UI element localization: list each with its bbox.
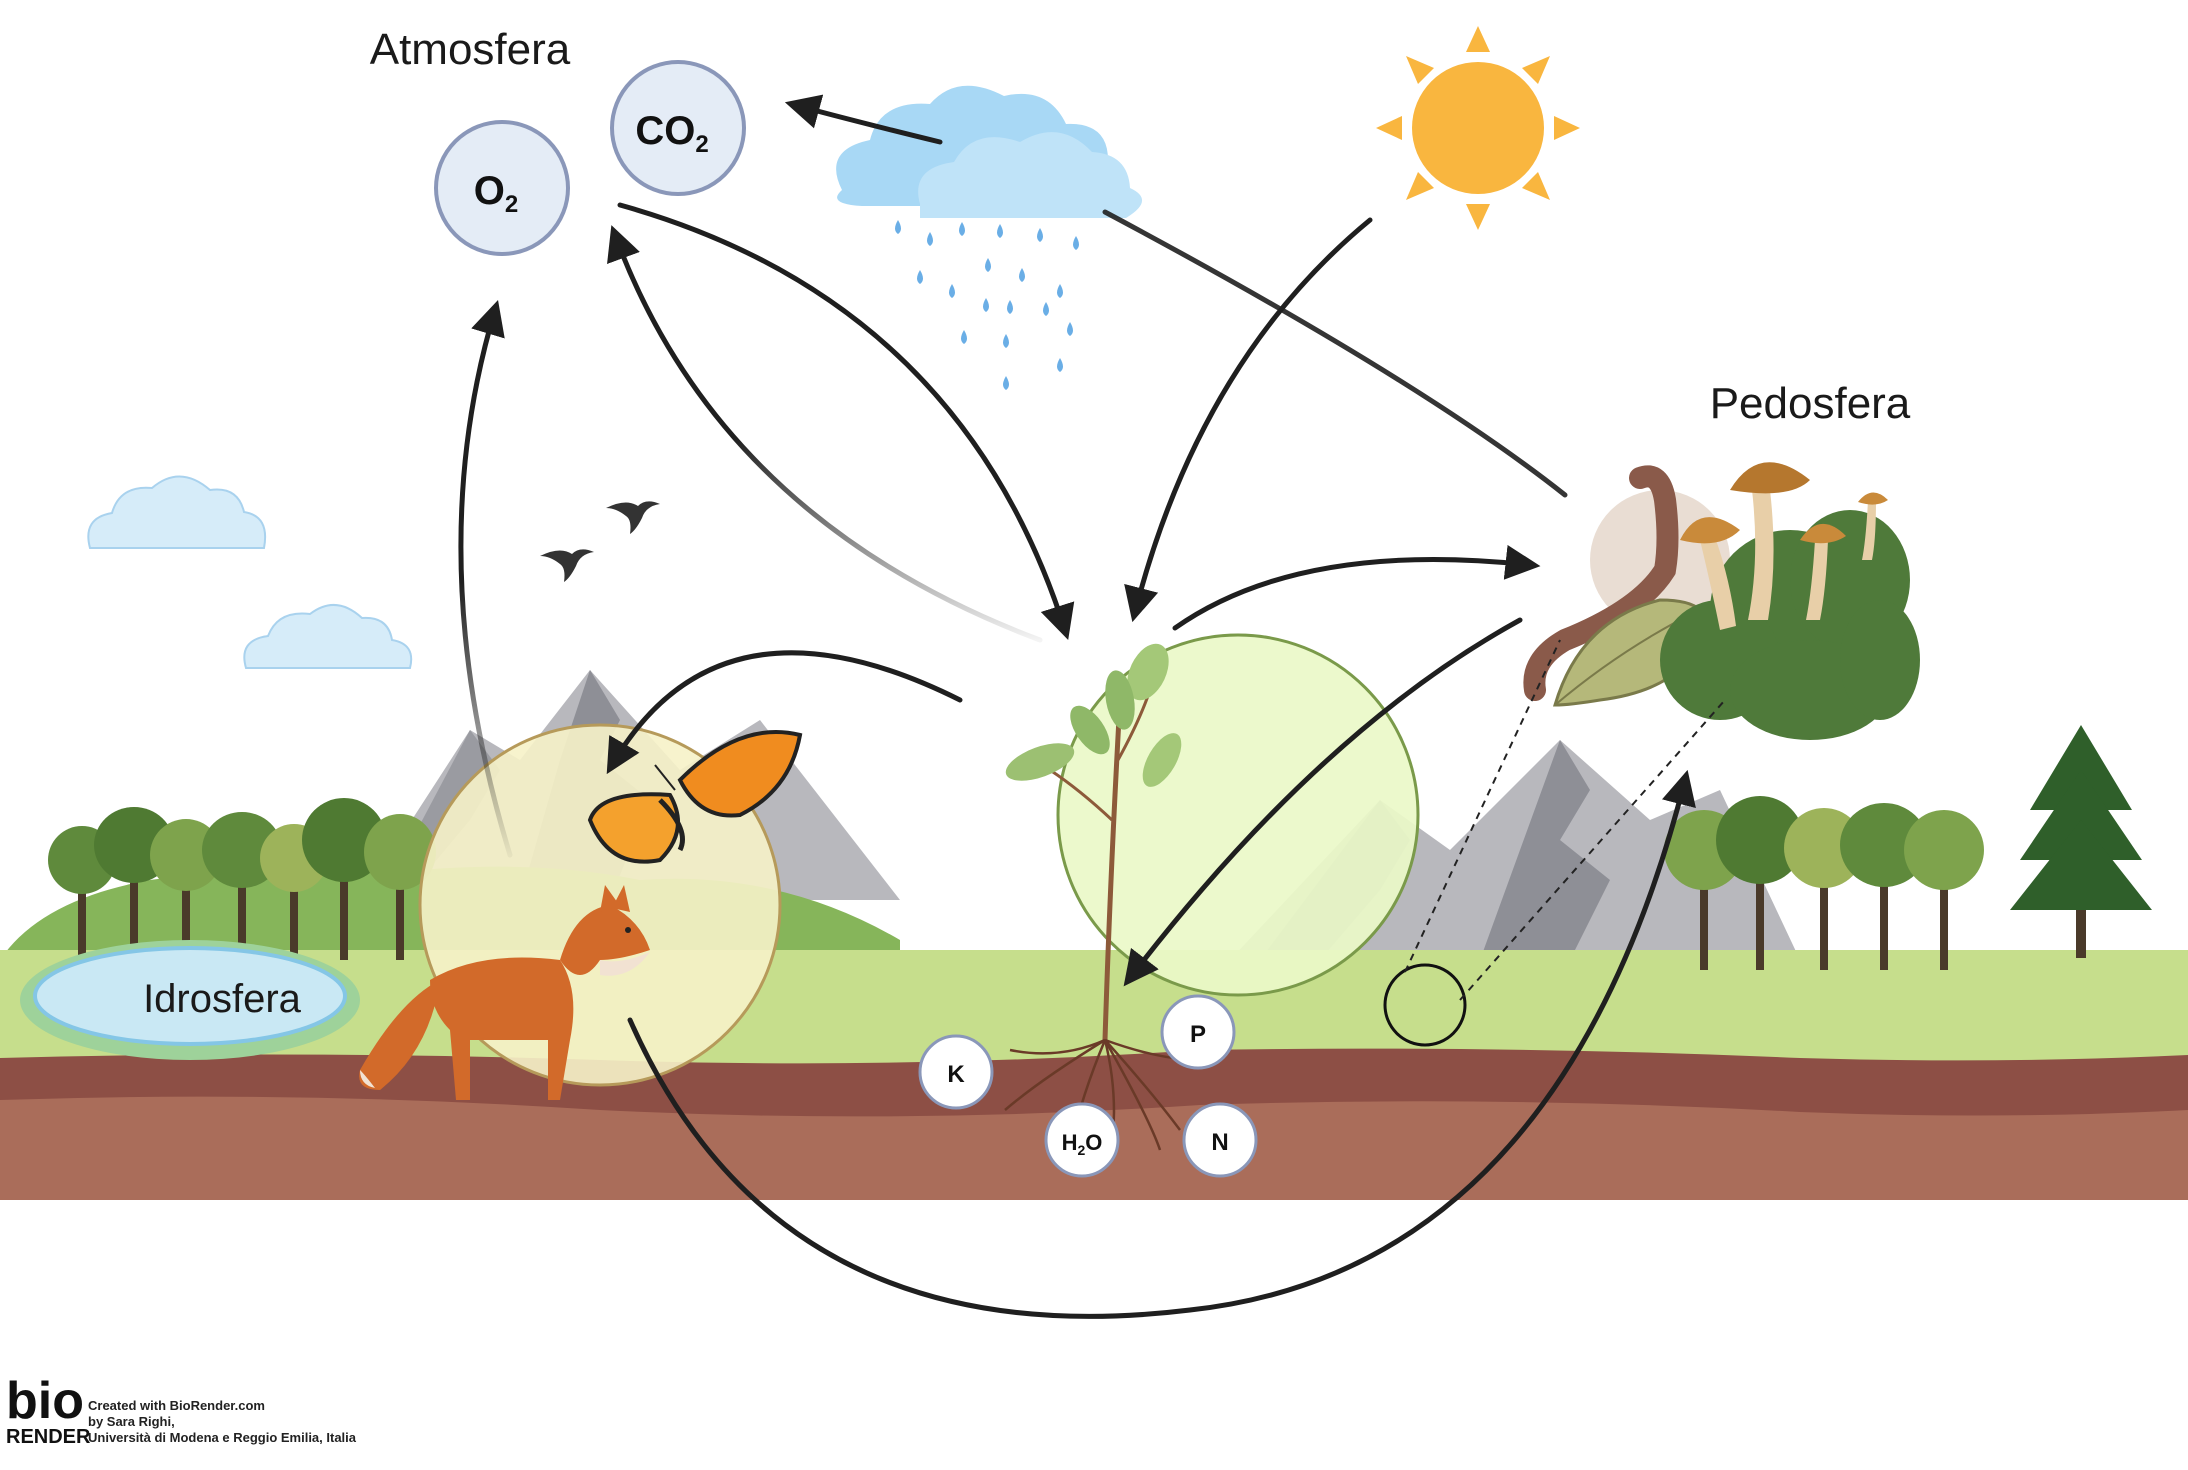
arrow-animal-to-o2 — [458, 299, 513, 858]
nutrient-n: N — [1182, 1102, 1258, 1178]
trees-left — [48, 798, 436, 960]
rain-drops — [895, 220, 1079, 390]
nutrient-h2o: H2O — [1044, 1102, 1120, 1178]
co2-bubble: CO2 — [610, 60, 746, 196]
svg-text:H2O: H2O — [1062, 1130, 1103, 1158]
zoom-line — [1404, 639, 1561, 973]
arrow-plant-to-animal — [606, 650, 963, 775]
zoom-line — [1459, 699, 1726, 1001]
svg-text:Università di Modena e Reggio: Università di Modena e Reggio Emilia, It… — [88, 1430, 357, 1445]
flow-arrows — [458, 94, 1696, 1319]
tree — [1904, 810, 1984, 970]
plant-circle — [1056, 633, 1420, 997]
plant-sprout — [1005, 643, 1182, 1041]
arrow-animal-to-pedo — [627, 769, 1696, 1319]
arrow-plant-to-pedo — [1172, 544, 1541, 631]
cloud-small-1 — [87, 475, 266, 549]
svg-text:by Sara Righi,: by Sara Righi, — [88, 1414, 175, 1429]
pine-tree — [2010, 725, 2152, 958]
biorender-logo: bio RENDER — [6, 1372, 91, 1448]
tree — [364, 814, 436, 960]
tree — [150, 819, 222, 960]
label-pedosphere: Pedosfera — [1710, 379, 1911, 428]
svg-text:bio: bio — [6, 1372, 84, 1430]
arrow-sun-to-plant — [1124, 217, 1373, 623]
arrow-co2-to-plant — [617, 202, 1075, 641]
o2-bubble: O2 — [434, 120, 570, 256]
svg-text:N: N — [1211, 1129, 1228, 1156]
arrow-pedo-to-roots — [1123, 617, 1523, 987]
tree — [302, 798, 386, 960]
rain-cloud-icon — [836, 85, 1143, 390]
nutrient-k: K — [918, 1034, 994, 1110]
birds-icon — [540, 501, 660, 582]
trees-right — [1664, 725, 2152, 970]
arrow-pedo-to-cloud — [1102, 209, 1568, 498]
svg-text:K: K — [947, 1061, 965, 1088]
svg-text:Created with BioRender.com: Created with BioRender.com — [88, 1398, 265, 1413]
svg-text:RENDER: RENDER — [6, 1426, 91, 1448]
pond — [20, 940, 360, 1060]
label-atmosphere: Atmosfera — [370, 25, 571, 74]
label-hydrosphere: Idrosfera — [143, 977, 302, 1021]
earthworm-icon — [1523, 465, 1679, 701]
mushrooms-icon — [1680, 462, 1888, 630]
svg-text:P: P — [1190, 1021, 1206, 1048]
butterfly-icon — [587, 730, 803, 864]
cloud-small-2 — [243, 604, 413, 669]
svg-text:O2: O2 — [474, 169, 518, 218]
arrow-plant-to-co2 — [607, 225, 1043, 643]
tree — [1840, 803, 1928, 970]
arrow-cloud-to-co2 — [784, 94, 943, 145]
tree — [1716, 796, 1804, 970]
svg-text:CO2: CO2 — [635, 109, 708, 158]
sun-icon — [1376, 26, 1580, 230]
zoom-circle — [1383, 963, 1467, 1047]
fox-icon — [359, 885, 650, 1100]
nutrient-p: P — [1160, 994, 1236, 1070]
credits-text: Created with BioRender.com by Sara Righi… — [88, 1398, 357, 1445]
